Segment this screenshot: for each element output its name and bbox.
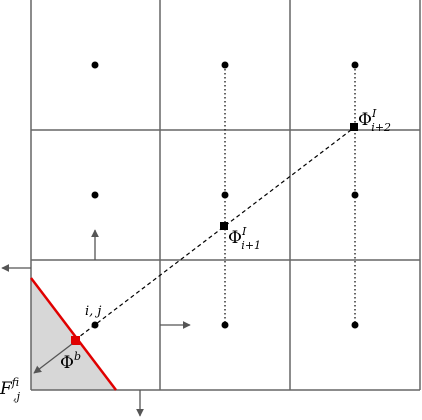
cell-center-point [91,191,99,199]
label-phi-b: Φb [60,350,81,373]
cell-center-point [221,321,229,329]
cell-center-point-ij [91,321,99,329]
cell-centers [91,61,359,329]
normal-probe-line [74,126,356,341]
cell-center-point [91,61,99,69]
interpolation-lines [224,65,356,325]
cell-center-point [351,61,359,69]
cell-center-point [351,321,359,329]
interpolation-point-i1 [220,222,228,230]
cell-center-point [221,191,229,199]
boundary-point [71,336,80,345]
flux-arrows [1,229,191,417]
interface-line [30,277,117,391]
cell-label-ij: i, j [85,304,101,319]
arrow-normal [33,343,73,374]
cell-center-point [351,191,359,199]
cell-center-point [221,61,229,69]
interpolation-point-i2 [350,123,358,131]
